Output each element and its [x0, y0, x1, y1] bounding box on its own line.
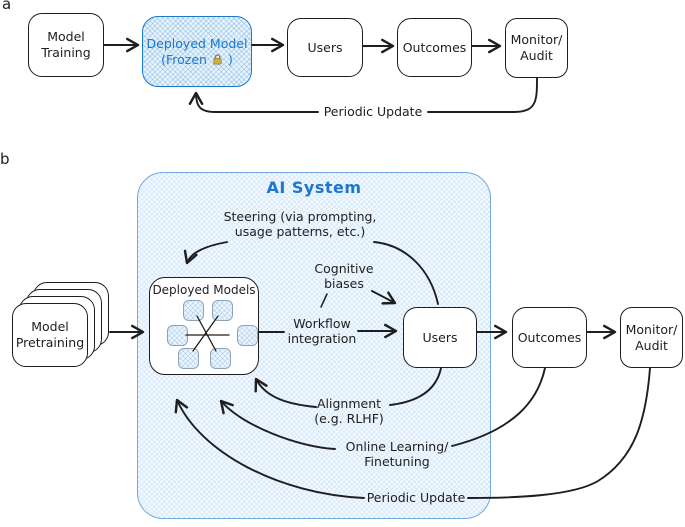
- monitor-audit-box-a: Monitor/ Audit: [505, 18, 568, 78]
- model-node-4: [237, 325, 258, 346]
- online-learning-label: Online Learning/ Finetuning: [337, 439, 457, 470]
- users-box-b: Users: [403, 307, 477, 368]
- model-node-6: [210, 348, 231, 369]
- alignment-line2: (e.g. RLHF): [314, 411, 384, 427]
- steering-line1: Steering (via prompting,: [223, 209, 377, 224]
- online-learning-line1: Online Learning/: [345, 439, 449, 454]
- monitor-audit-box-b: Monitor/ Audit: [620, 307, 683, 368]
- monitor-line2-a: Audit: [520, 48, 553, 63]
- panel-a-label: a: [2, 0, 12, 13]
- model-pretraining-line1: Model: [31, 319, 69, 335]
- model-node-1: [183, 300, 204, 321]
- steering-line2: usage patterns, etc.): [234, 224, 366, 240]
- monitor-line1-b: Monitor/: [625, 321, 678, 337]
- lock-icon: [213, 53, 222, 64]
- model-training-box: Model Training: [28, 13, 104, 77]
- outcomes-box-a: Outcomes: [397, 18, 472, 77]
- frozen-label-suffix: ): [227, 51, 233, 67]
- periodic-update-line-left-a: [188, 91, 319, 113]
- panel-b-label: b: [0, 150, 10, 168]
- cognitive-line2: biases: [324, 276, 364, 292]
- alignment-line1: Alignment: [316, 396, 382, 411]
- cognitive-line1: Cognitive: [314, 261, 374, 276]
- monitor-line2-b: Audit: [635, 337, 668, 353]
- model-pretraining-box: Model Pretraining: [12, 303, 88, 367]
- model-node-5: [178, 348, 199, 369]
- deployed-model-line2: (Frozen ): [161, 52, 233, 68]
- ai-system-title: AI System: [266, 178, 362, 197]
- users-label-b: Users: [422, 329, 458, 345]
- outcomes-label-a: Outcomes: [402, 39, 467, 55]
- periodic-update-label-a: Periodic Update: [323, 104, 423, 119]
- model-pretraining-line2: Pretraining: [15, 335, 85, 350]
- model-node-2: [212, 300, 233, 321]
- deployed-model-frozen-box: Deployed Model (Frozen ): [142, 16, 252, 87]
- cognitive-biases-label: Cognitive biases: [309, 261, 379, 292]
- model-training-line1: Model: [47, 29, 85, 45]
- outcomes-label-b: Outcomes: [517, 329, 582, 345]
- workflow-line1: Workflow: [293, 316, 351, 331]
- alignment-label: Alignment (e.g. RLHF): [304, 396, 394, 427]
- deployed-model-line1: Deployed Model: [146, 35, 248, 51]
- deployed-models-title: Deployed Models: [152, 283, 256, 297]
- outcomes-box-b: Outcomes: [512, 307, 587, 368]
- online-learning-line2: Finetuning: [364, 454, 430, 470]
- workflow-integration-label: Workflow integration: [287, 316, 357, 347]
- steering-label: Steering (via prompting, usage patterns,…: [216, 209, 384, 240]
- periodic-update-label-b: Periodic Update: [366, 490, 466, 505]
- frozen-label-prefix: (Frozen: [161, 51, 207, 67]
- model-node-3: [167, 325, 188, 346]
- users-label-a: Users: [307, 39, 343, 55]
- workflow-line2: integration: [287, 331, 357, 347]
- periodic-update-curve-right-b: [467, 367, 651, 499]
- users-box-a: Users: [287, 18, 363, 77]
- model-training-line2: Training: [41, 45, 91, 60]
- monitor-line1-a: Monitor/: [510, 32, 563, 48]
- periodic-update-line-right-a: [427, 77, 538, 113]
